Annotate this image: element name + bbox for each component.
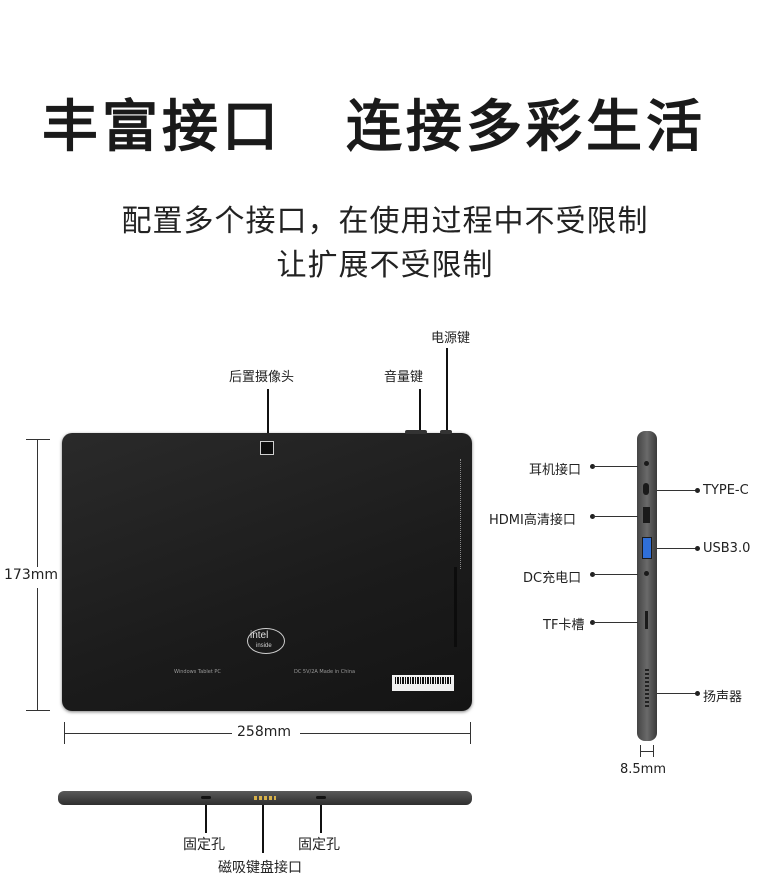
label-type-c: TYPE-C bbox=[703, 483, 749, 498]
dim-height-line-bottom bbox=[37, 588, 38, 710]
subheadline-line1: 配置多个接口，在使用过程中不受限制 bbox=[121, 204, 649, 239]
leader-fixing-hole-left bbox=[205, 805, 207, 833]
leader-hdmi-port bbox=[593, 516, 638, 517]
fixing-hole-right bbox=[316, 796, 326, 799]
magnetic-pogo-pins bbox=[254, 796, 276, 800]
leader-dc-port bbox=[593, 574, 638, 575]
usb3-port bbox=[642, 537, 652, 559]
leader-headphone-port bbox=[593, 466, 638, 467]
dim-thickness-label: 8.5mm bbox=[620, 762, 667, 777]
label-power-key: 电源键 bbox=[431, 331, 471, 346]
headline-right: 连接多彩生活 bbox=[346, 95, 706, 160]
headphone-jack bbox=[644, 461, 649, 466]
label-magnetic-keyboard-port: 磁吸键盘接口 bbox=[218, 860, 302, 876]
dim-height-label: 173mm bbox=[4, 567, 58, 583]
port-icons bbox=[460, 459, 465, 569]
intel-logo-text: intel bbox=[250, 630, 269, 641]
leader-power-key bbox=[446, 348, 448, 434]
subheadline-line2: 让扩展不受限制 bbox=[276, 248, 494, 283]
dot-type-c bbox=[695, 488, 700, 493]
leader-usb3 bbox=[657, 548, 697, 549]
leader-tf-slot bbox=[593, 622, 638, 623]
leader-speaker bbox=[657, 693, 697, 694]
leader-type-c bbox=[657, 490, 697, 491]
dot-usb3 bbox=[695, 546, 700, 551]
label-usb3: USB3.0 bbox=[703, 541, 751, 556]
dot-speaker bbox=[695, 691, 700, 696]
dim-width-line-right bbox=[300, 733, 470, 734]
volume-button bbox=[405, 430, 427, 434]
dot-headphone-port bbox=[590, 464, 595, 469]
fixing-hole-left bbox=[201, 796, 211, 799]
dot-hdmi-port bbox=[590, 514, 595, 519]
power-button bbox=[440, 430, 452, 434]
barcode-sticker bbox=[392, 675, 454, 691]
dim-height-top-tick bbox=[26, 439, 50, 440]
tablet-bottom-view bbox=[58, 791, 472, 805]
type-c-port bbox=[643, 483, 649, 495]
dc-port bbox=[644, 571, 649, 576]
dot-tf-slot bbox=[590, 620, 595, 625]
back-print-text: Windows Tablet PC bbox=[174, 669, 221, 675]
intel-logo-subtext: inside bbox=[256, 643, 272, 649]
tablet-back: intel inside Windows Tablet PC DC 5V/2A … bbox=[62, 430, 472, 711]
headline-left: 丰富接口 bbox=[42, 95, 282, 160]
tf-slot bbox=[645, 611, 648, 629]
leader-fixing-hole-right bbox=[320, 805, 322, 833]
label-headphone-port: 耳机接口 bbox=[529, 463, 582, 478]
tablet-side-view bbox=[637, 431, 657, 741]
vent-strip bbox=[454, 567, 457, 647]
label-speaker: 扬声器 bbox=[703, 690, 743, 705]
rear-camera bbox=[260, 441, 274, 455]
leader-magnetic-keyboard-port bbox=[262, 805, 264, 853]
label-volume-key: 音量键 bbox=[384, 370, 424, 385]
intel-logo bbox=[247, 628, 285, 654]
label-rear-camera: 后置摄像头 bbox=[229, 370, 295, 385]
dim-height-line-top bbox=[37, 439, 38, 567]
label-tf-slot: TF卡槽 bbox=[543, 618, 585, 633]
dot-dc-port bbox=[590, 572, 595, 577]
label-fixing-hole-left: 固定孔 bbox=[183, 837, 225, 853]
leader-rear-camera bbox=[267, 389, 269, 433]
dim-height-bottom-tick bbox=[26, 710, 50, 711]
label-fixing-hole-right: 固定孔 bbox=[298, 837, 340, 853]
speaker-grille bbox=[645, 669, 649, 709]
back-print-text-2: DC 5V/2A Made in China bbox=[294, 669, 356, 675]
dim-thickness-line bbox=[640, 751, 654, 752]
label-hdmi-port: HDMI高清接口 bbox=[489, 513, 576, 528]
label-dc-port: DC充电口 bbox=[523, 571, 582, 586]
dim-width-line-left bbox=[64, 733, 232, 734]
dim-width-right-tick bbox=[470, 722, 471, 744]
dim-width-label: 258mm bbox=[237, 724, 291, 740]
hdmi-port bbox=[643, 507, 650, 523]
leader-volume-key bbox=[419, 389, 421, 434]
